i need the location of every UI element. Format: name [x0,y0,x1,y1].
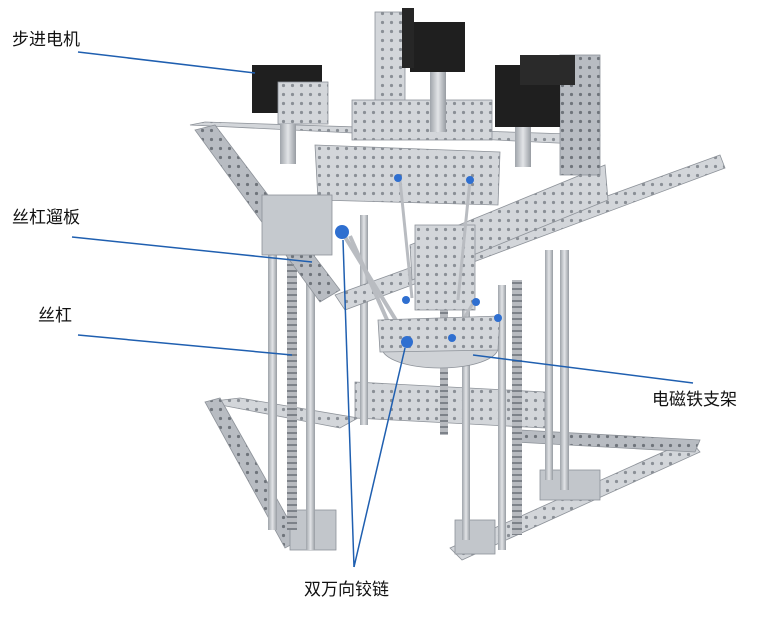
label-electromagnet-bracket: 电磁铁支架 [652,390,737,410]
label-lead-screw-plate: 丝杠遛板 [12,208,80,228]
label-stepper-motor: 步进电机 [12,30,80,50]
leader-stepper-motor [77,51,256,74]
stepper-motors [252,8,575,167]
end-effector [377,315,501,369]
label-universal-joint: 双万向铰链 [304,580,389,600]
leader-universal-joint-1 [342,239,355,568]
leader-lead-screw [77,334,293,356]
parallel-arms [340,179,477,339]
bottom-frame [204,381,701,561]
label-lead-screw: 丝杠 [38,306,72,326]
leader-electromagnet-bracket [472,354,694,384]
leader-universal-joint-2 [353,347,406,568]
universal-joints [335,174,502,348]
top-frame [189,11,726,311]
leader-lines [71,51,694,568]
leader-lead-screw-plate [71,236,313,263]
